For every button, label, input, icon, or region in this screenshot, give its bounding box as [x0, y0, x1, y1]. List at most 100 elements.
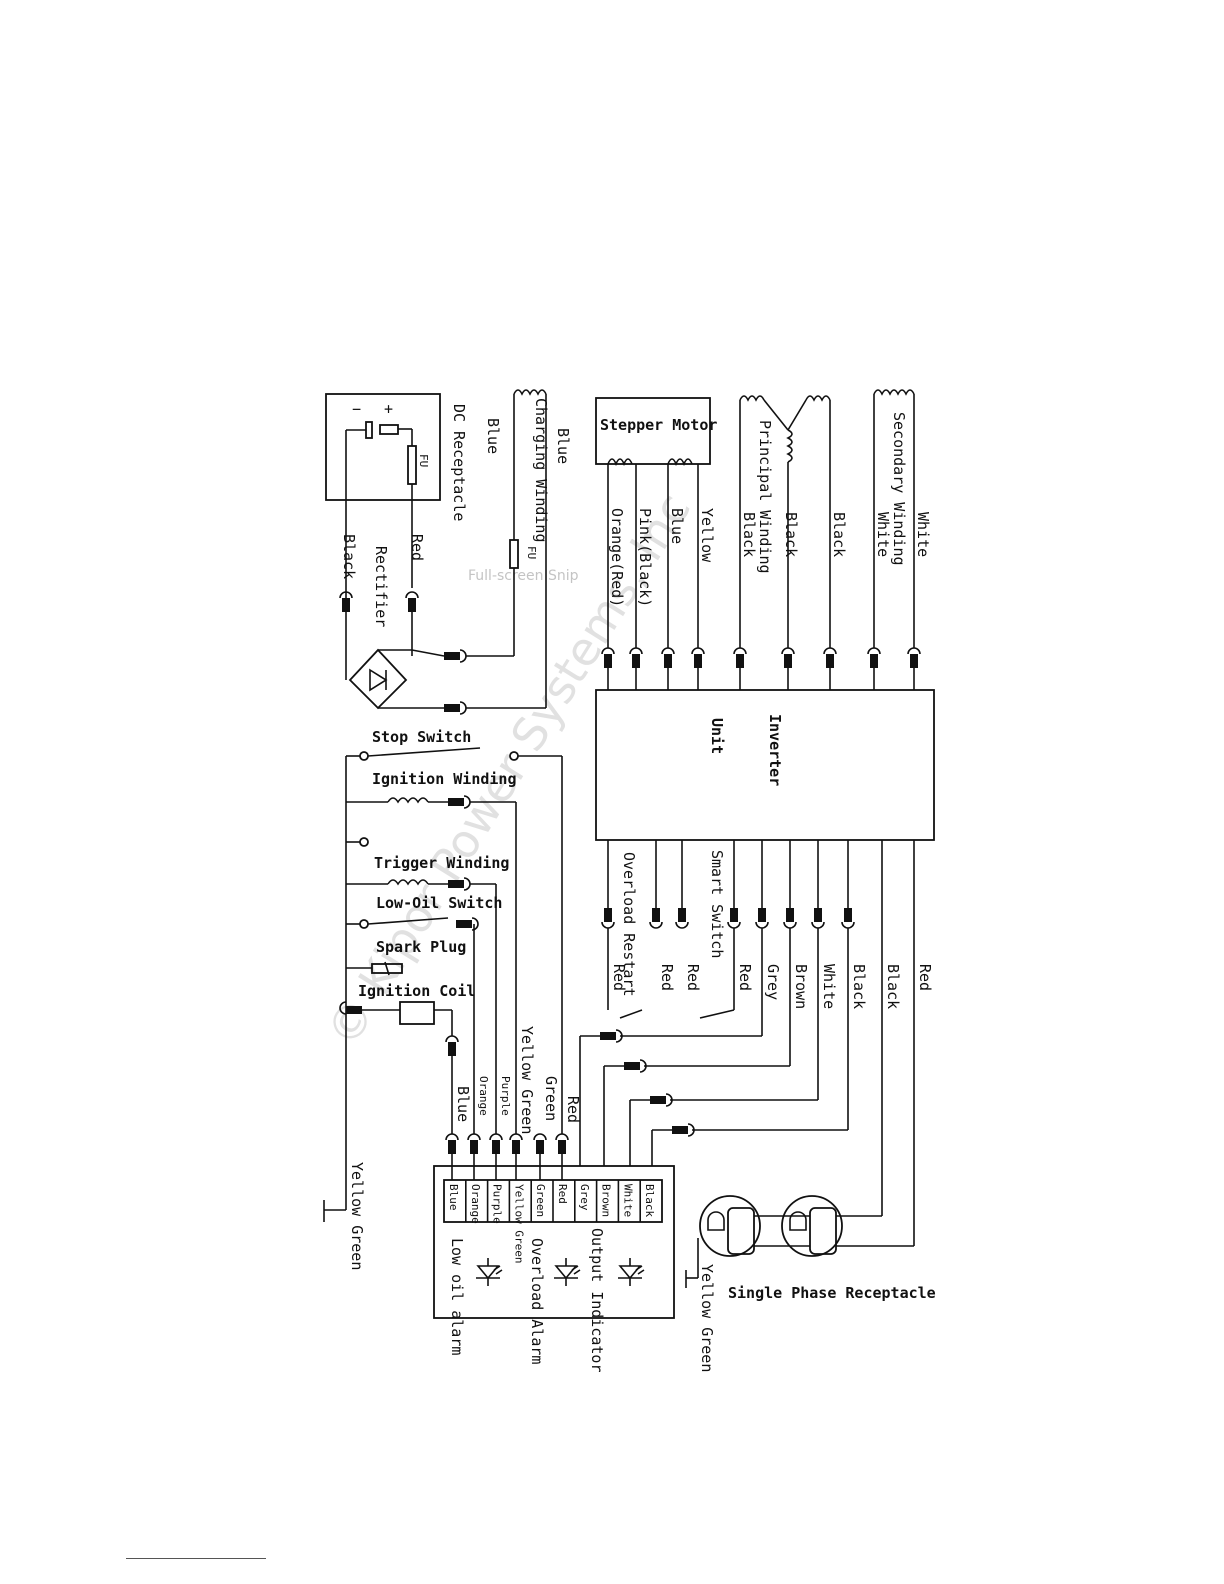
rectifier-connector-1 [444, 652, 460, 660]
panel-terminal-label: Purple [491, 1184, 504, 1224]
panel-terminal-label: Brown [600, 1184, 613, 1217]
dc-fuse-label: FU [417, 454, 430, 467]
inverter-output-wire-label: Grey [764, 964, 782, 1000]
inverter-output-connector [604, 908, 612, 922]
panel-terminal-label: Red [556, 1184, 569, 1204]
panel-terminal-label: Blue [447, 1184, 460, 1211]
engine-section: Yellow Green Stop Switch Ignition Windin… [323, 728, 563, 1270]
inverter-output-wire-label: Black [884, 964, 902, 1009]
switch-connector [672, 1126, 688, 1134]
panel-input-connector [512, 1140, 520, 1154]
spark-plug-icon [371, 963, 403, 974]
stepper-motor-box [595, 397, 711, 465]
panel-wire-labels: Blue Orange Purple Yellow Green Green Re… [454, 1026, 582, 1134]
inverter-output-wire-label: Red [610, 964, 628, 991]
charging-coil-icon [513, 389, 547, 396]
inverter-box [595, 689, 935, 841]
inverter-output-wire-label: Red [658, 964, 676, 991]
secondary-white-1-label: White [874, 512, 892, 557]
panel-wire-green-label: Green [542, 1076, 560, 1121]
inverter-output-connector [814, 908, 822, 922]
inverter-output-wire-label: Black [850, 964, 868, 1009]
inverter-top-connectors [601, 647, 921, 690]
stop-switch-lever [367, 747, 481, 757]
secondary-winding-section: Secondary Winding White White [873, 389, 932, 648]
inverter-output-wire-label: White [820, 964, 838, 1009]
single-phase-receptacle-label: Single Phase Receptacle [728, 1284, 936, 1302]
dc-black-wire-label: Black [340, 534, 358, 579]
inverter-output-wire-label: Red [684, 964, 702, 991]
ignition-winding-label: Ignition Winding [372, 770, 517, 788]
inverter-input-connector [664, 654, 672, 668]
panel-wire-purple-label: Purple [499, 1076, 512, 1116]
panel-wire-blue-label: Blue [454, 1086, 472, 1122]
control-panel-box [433, 1165, 675, 1319]
panel-wire-yellow-green-label: Yellow Green [518, 1026, 536, 1134]
inverter-output-wire-label: Red [916, 964, 934, 991]
inverter-input-connector [870, 654, 878, 668]
charging-winding-section: Blue Charging Winding Blue FU [466, 389, 572, 709]
inverter-output-connector [730, 908, 738, 922]
secondary-winding-label: Secondary Winding [890, 412, 908, 566]
receptacle-socket-1 [699, 1195, 761, 1257]
principal-winding-section: Principal Winding Black Black Black [739, 395, 848, 648]
low-oil-switch-lever [367, 917, 449, 925]
inverter-output-connector [786, 908, 794, 922]
panel-terminal-label: Yellow Green [512, 1184, 525, 1263]
principal-black-2-label: Black [782, 512, 800, 557]
principal-winding-label: Principal Winding [756, 420, 774, 574]
dc-minus-terminal [365, 421, 373, 439]
control-panel: Blue Orange Purple Yellow Green Green Red Grey… [433, 1165, 675, 1373]
ignition-coil-label: Ignition Coil [358, 982, 475, 1000]
faint-snip-text: Full-screen Snip [468, 568, 579, 584]
panel-terminal-label: Green [534, 1184, 547, 1217]
principal-black-1-label: Black [740, 512, 758, 557]
receptacle-ground-label: Yellow Green [698, 1264, 716, 1372]
principal-coil-center-icon [786, 429, 793, 463]
stepper-motor-section: Stepper Motor Orange(Red) Pink(Black) Bl… [595, 397, 717, 648]
inverter-output-connector [678, 908, 686, 922]
panel-input-connector [558, 1140, 566, 1154]
panel-terminal-label: Grey [578, 1184, 591, 1211]
dc-receptacle-label: DC Receptacle [450, 404, 468, 521]
charging-blue-bottom-label: Blue [484, 418, 502, 454]
rectifier-connector-2 [444, 704, 460, 712]
dc-receptacle-section: + − FU DC Receptacle Red Black Rectifier [325, 393, 468, 715]
stop-switch-label: Stop Switch [372, 728, 471, 746]
charging-winding-label: Charging Winding [532, 398, 550, 543]
stepper-wire-yellow-label: Yellow [698, 508, 716, 563]
panel-terminal-label: White [621, 1184, 634, 1217]
inverter-input-connector [694, 654, 702, 668]
panel-connectors [445, 1056, 569, 1180]
switch-connector [600, 1032, 616, 1040]
inverter-input-connector [910, 654, 918, 668]
inverter-input-connector [736, 654, 744, 668]
smart-switch-label: Smart Switch [708, 850, 726, 958]
single-phase-receptacle: Single Phase Receptacle Yellow Green [685, 840, 936, 1372]
panel-input-connector [470, 1140, 478, 1154]
inverter-unit-label: Unit [708, 718, 726, 754]
stepper-motor-label: Stepper Motor [600, 416, 717, 434]
inverter-output-connector [652, 908, 660, 922]
inverter-output-wire-label: Brown [792, 964, 810, 1009]
overload-restart-label: Overload Restart [620, 852, 638, 997]
trigger-winding-label: Trigger Winding [374, 854, 509, 872]
inverter-unit: Inverter Unit [595, 689, 935, 841]
output-led-icon [618, 1258, 645, 1286]
footnote-rule [126, 1558, 266, 1559]
panel-terminal-label: Black [643, 1184, 656, 1217]
charging-fuse-icon [509, 539, 519, 569]
overload-alarm-label: Overload Alarm [528, 1238, 546, 1364]
low-oil-led-icon [476, 1258, 503, 1286]
panel-terminal-label: Orange [469, 1184, 482, 1224]
inverter-label: Inverter [766, 714, 784, 786]
stepper-wire-pink-label: Pink(Black) [636, 508, 654, 607]
inverter-input-connector [826, 654, 834, 668]
dc-fuse-icon [407, 445, 417, 485]
secondary-coil-icon [873, 389, 915, 396]
dc-red-connector [405, 591, 419, 599]
inverter-output-connector [844, 908, 852, 922]
dc-red-wire-label: Red [408, 534, 426, 561]
